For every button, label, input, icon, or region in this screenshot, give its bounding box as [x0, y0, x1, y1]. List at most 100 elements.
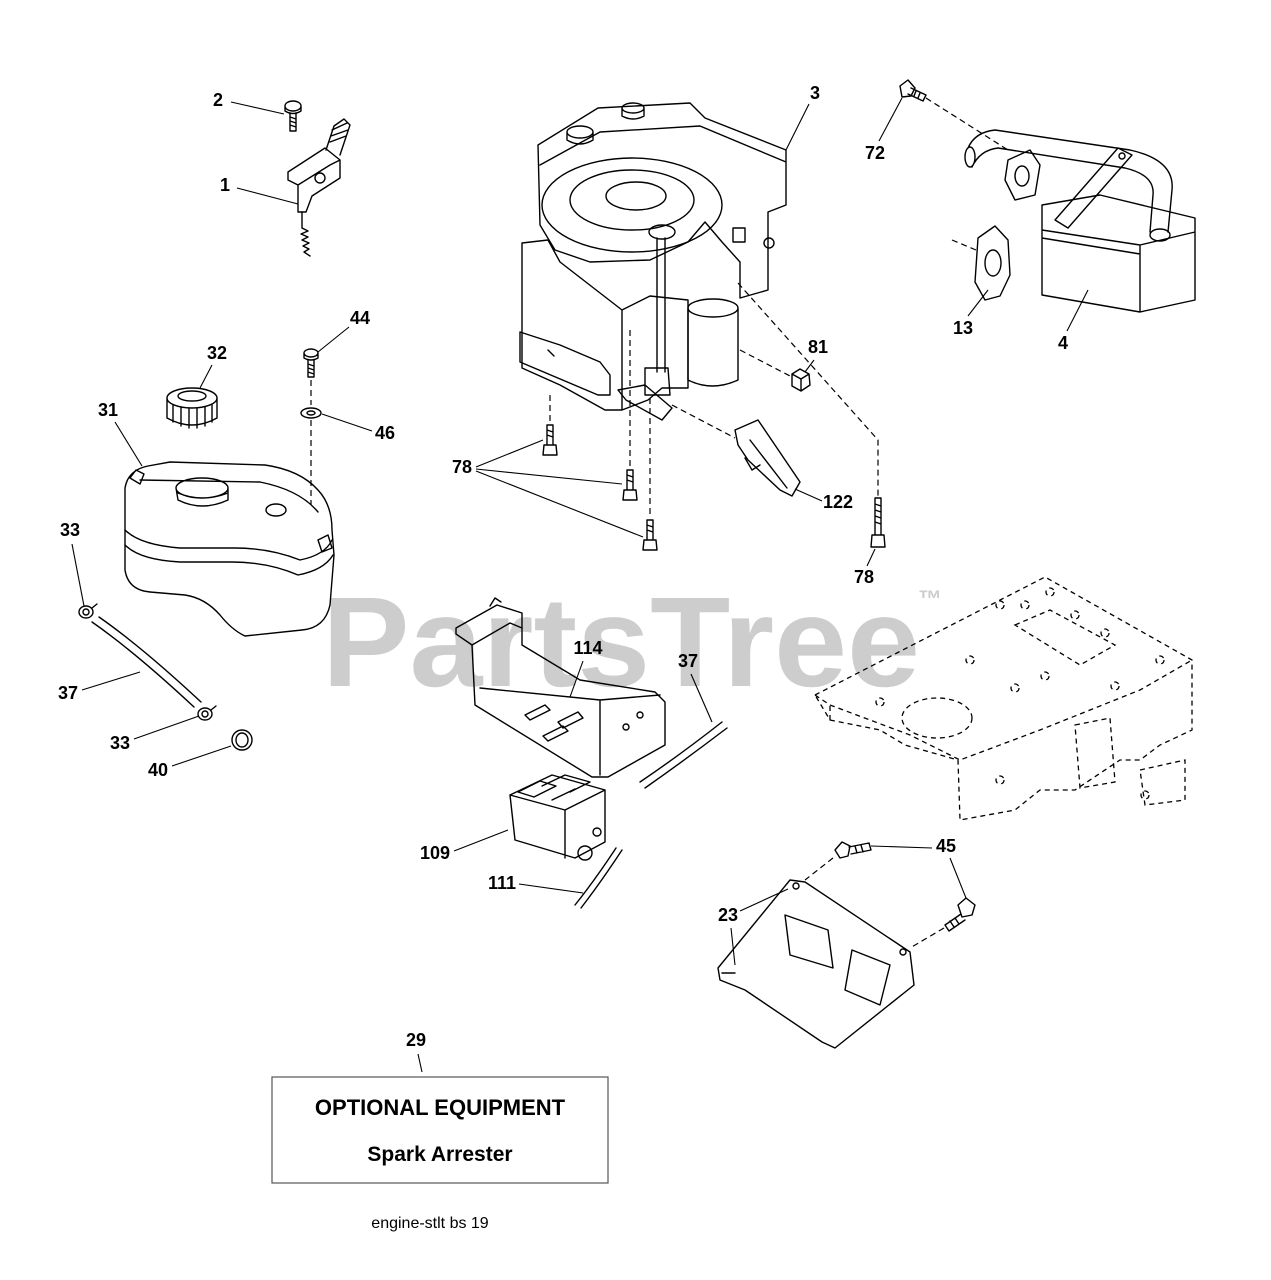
leader-line	[794, 488, 823, 502]
part-hose-clamp	[197, 705, 217, 721]
leader-line	[785, 103, 810, 151]
part-charcoal-canister	[509, 774, 606, 861]
bracket-hole	[636, 711, 644, 719]
bracket-slots	[524, 704, 584, 742]
callout-number: 3	[810, 83, 820, 103]
part-muffler	[964, 129, 1196, 313]
optional-equipment-frame	[271, 1076, 609, 1184]
callout-number: 122	[823, 492, 853, 512]
part-tank-screw	[303, 348, 319, 378]
part-canister-hose	[574, 847, 623, 909]
shield-hole	[792, 882, 800, 890]
diagram-caption: engine-stlt bs 19	[371, 1215, 489, 1232]
bracket-hole	[622, 723, 630, 731]
tank-body	[124, 461, 335, 637]
part-heat-shield	[717, 879, 915, 1049]
engine-shroud	[537, 102, 787, 299]
callout-number: 81	[808, 337, 828, 357]
canister-port	[592, 827, 602, 837]
part-shield-bolt	[944, 897, 976, 932]
assembly-line	[804, 857, 834, 881]
engine-bolt	[870, 497, 886, 548]
frame-reference	[814, 576, 1193, 821]
optional-equipment-item: Spark Arrester	[367, 1143, 512, 1166]
engine-bolt	[542, 424, 558, 456]
part-canister-bracket	[455, 597, 666, 778]
washer-outer	[300, 407, 322, 419]
callout-number: 2	[213, 90, 223, 110]
leader-line	[518, 883, 584, 894]
engine-side-port	[732, 227, 746, 243]
part-hose-clamp	[78, 603, 98, 619]
leader-line	[878, 97, 903, 142]
gasket-outline	[974, 225, 1011, 301]
washer-inner	[306, 410, 316, 416]
screw-shank	[289, 112, 297, 132]
tank-filler-neck	[175, 477, 229, 507]
part-vent-hose	[639, 721, 728, 789]
part-grommet	[231, 729, 253, 751]
frame-hole	[1045, 587, 1055, 597]
tank-screw-head	[303, 348, 319, 361]
shield-hole	[899, 948, 907, 956]
callout-number: 40	[148, 760, 168, 780]
frame-engine-opening	[901, 697, 973, 739]
callout-number: 4	[1058, 333, 1068, 353]
tank-ridge	[124, 479, 334, 576]
part-screw-top	[284, 100, 302, 132]
shield-windows	[784, 914, 891, 1006]
assembly-line	[909, 927, 945, 949]
assembly-line	[671, 404, 736, 439]
callout-number: 72	[865, 143, 885, 163]
grommet-outer	[231, 729, 253, 751]
engine-flange	[519, 331, 611, 396]
assembly-line	[951, 239, 977, 251]
frame-hole	[1140, 790, 1150, 800]
tank-fittings	[129, 469, 333, 553]
bolt-head	[899, 79, 916, 98]
leader-line	[81, 671, 141, 691]
throttle-cable	[300, 211, 311, 257]
leader-line	[1066, 289, 1089, 332]
engine-block	[521, 239, 689, 411]
watermark: PartsTree ™	[322, 571, 942, 714]
exhaust-flange	[1004, 149, 1041, 201]
assembly-line	[739, 349, 791, 377]
engine-dipstick	[648, 224, 676, 373]
callout-number: 29	[406, 1030, 426, 1050]
part-nut	[791, 368, 811, 392]
leader-line	[569, 660, 584, 698]
bolt-shank	[907, 87, 927, 102]
frame-hole	[1070, 610, 1080, 620]
grommet-inner	[235, 732, 249, 748]
muffler-bracket-hole	[1118, 152, 1126, 160]
part-exhaust-gasket	[974, 225, 1011, 301]
optional-equipment-title: OPTIONAL EQUIPMENT	[315, 1095, 566, 1120]
engine-air-cleaner	[541, 157, 723, 253]
throttle-lever	[325, 118, 351, 156]
exhaust-pipe	[964, 129, 1173, 233]
throttle-bracket	[287, 147, 341, 213]
shield-outline	[717, 879, 915, 1049]
part-exhaust-bolt	[899, 79, 927, 102]
callout-number: 33	[60, 520, 80, 540]
screw-head	[284, 100, 302, 115]
part-fuel-pump-guard	[734, 419, 801, 497]
part-engine-bolts	[542, 424, 886, 551]
leader-line	[453, 829, 509, 852]
frame-hole	[1155, 655, 1165, 665]
callout-number: 78	[452, 457, 472, 477]
callout-number: 45	[936, 836, 956, 856]
callout-number: 13	[953, 318, 973, 338]
optional-equipment-box: OPTIONAL EQUIPMENT Spark Arrester	[271, 1076, 609, 1184]
frame-hole	[1100, 628, 1110, 638]
canister-port	[577, 845, 593, 861]
part-engine	[519, 102, 787, 421]
callout-number: 33	[110, 733, 130, 753]
leader-line	[71, 543, 85, 607]
callout-number: 109	[420, 843, 450, 863]
frame-hole	[1010, 683, 1020, 693]
assembly-lines	[310, 97, 1009, 949]
frame-hole	[995, 600, 1005, 610]
